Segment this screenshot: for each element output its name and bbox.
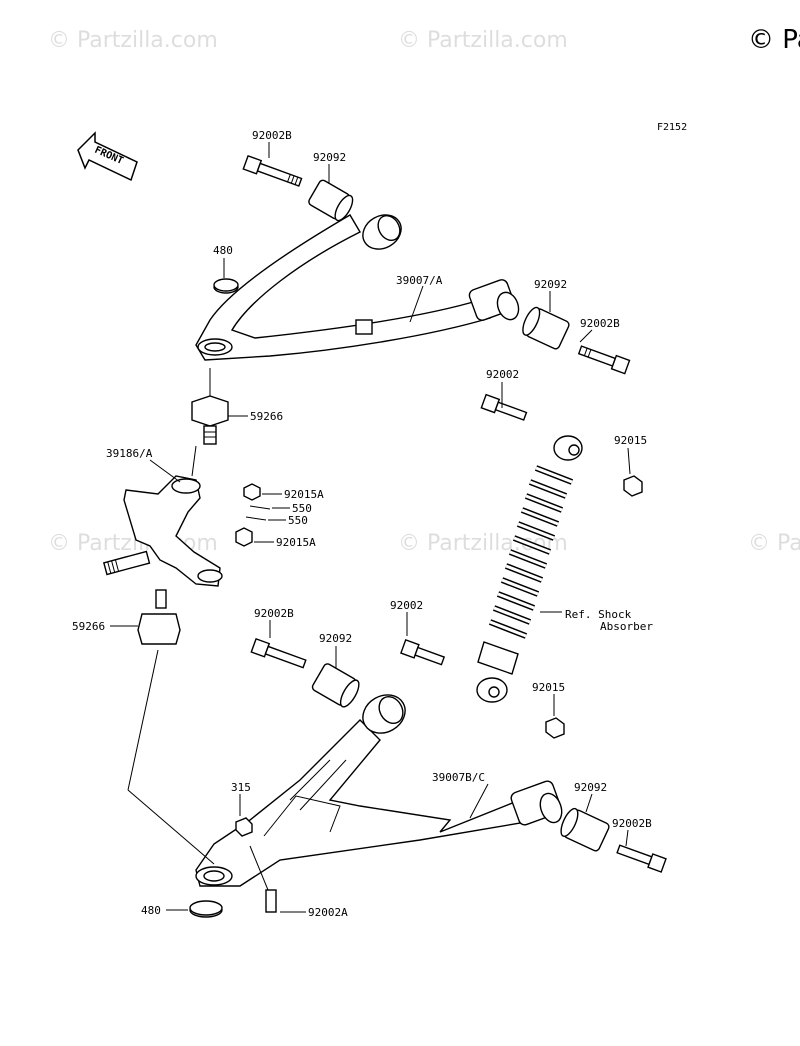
- label-lower-bushing-left: 92092: [319, 632, 352, 645]
- label-lower-nut: 315: [231, 781, 251, 794]
- label-lower-bolt-left: 92002B: [254, 607, 294, 620]
- label-upper-bushing-left: 92092: [313, 151, 346, 164]
- leader-lines: [110, 142, 631, 913]
- label-lower-bolt-right: 92002B: [612, 817, 652, 830]
- watermark-group: © Partzilla.com © Partzilla.com © Partzi…: [48, 25, 800, 556]
- label-shock-bolt-bottom: 92002: [390, 599, 423, 612]
- label-lower-balljoint: 59266: [72, 620, 105, 633]
- knuckle-illustration: [102, 475, 271, 645]
- watermark-text: © Partzilla.com: [398, 28, 568, 53]
- label-upper-bolt-right: 92002B: [580, 317, 620, 330]
- label-lower-ring: 480: [141, 904, 161, 917]
- label-lower-bushing-right: 92092: [574, 781, 607, 794]
- label-lower-arm: 39007B/C: [432, 771, 485, 784]
- label-shock-ref-line1: Ref. Shock: [565, 608, 632, 621]
- label-shock-ref-line2: Absorber: [600, 620, 653, 633]
- label-shock-nut-top: 92015: [614, 434, 647, 447]
- front-arrow-icon: FRONT: [77, 131, 138, 182]
- label-cotter-pin-1: 550: [292, 502, 312, 515]
- lower-arm-illustration: [189, 637, 667, 918]
- label-shock-nut-bottom: 92015: [532, 681, 565, 694]
- label-upper-arm: 39007/A: [396, 274, 443, 287]
- label-knuckle-nut-top: 92015A: [284, 488, 324, 501]
- label-lower-bolt-small: 92002A: [308, 906, 348, 919]
- label-upper-ring: 480: [213, 244, 233, 257]
- label-knuckle: 39186/A: [106, 447, 153, 460]
- part-labels: 92002B 92092 480 39007/A 92092 92002B 92…: [72, 129, 653, 919]
- label-upper-bolt-left: 92002B: [252, 129, 292, 142]
- label-upper-bushing-right: 92092: [534, 278, 567, 291]
- copyright-corner: © Pa: [748, 25, 800, 55]
- label-knuckle-nut-bottom: 92015A: [276, 536, 316, 549]
- label-upper-balljoint: 59266: [250, 410, 283, 423]
- upper-arm-illustration: [191, 154, 631, 445]
- label-cotter-pin-2: 550: [288, 514, 308, 527]
- watermark-text: © Partzilla.com: [748, 531, 800, 556]
- shock-absorber-illustration: [400, 393, 643, 739]
- label-shock-bolt-top: 92002: [486, 368, 519, 381]
- figure-code: F2152: [657, 122, 687, 133]
- watermark-text: © Partzilla.com: [48, 28, 218, 53]
